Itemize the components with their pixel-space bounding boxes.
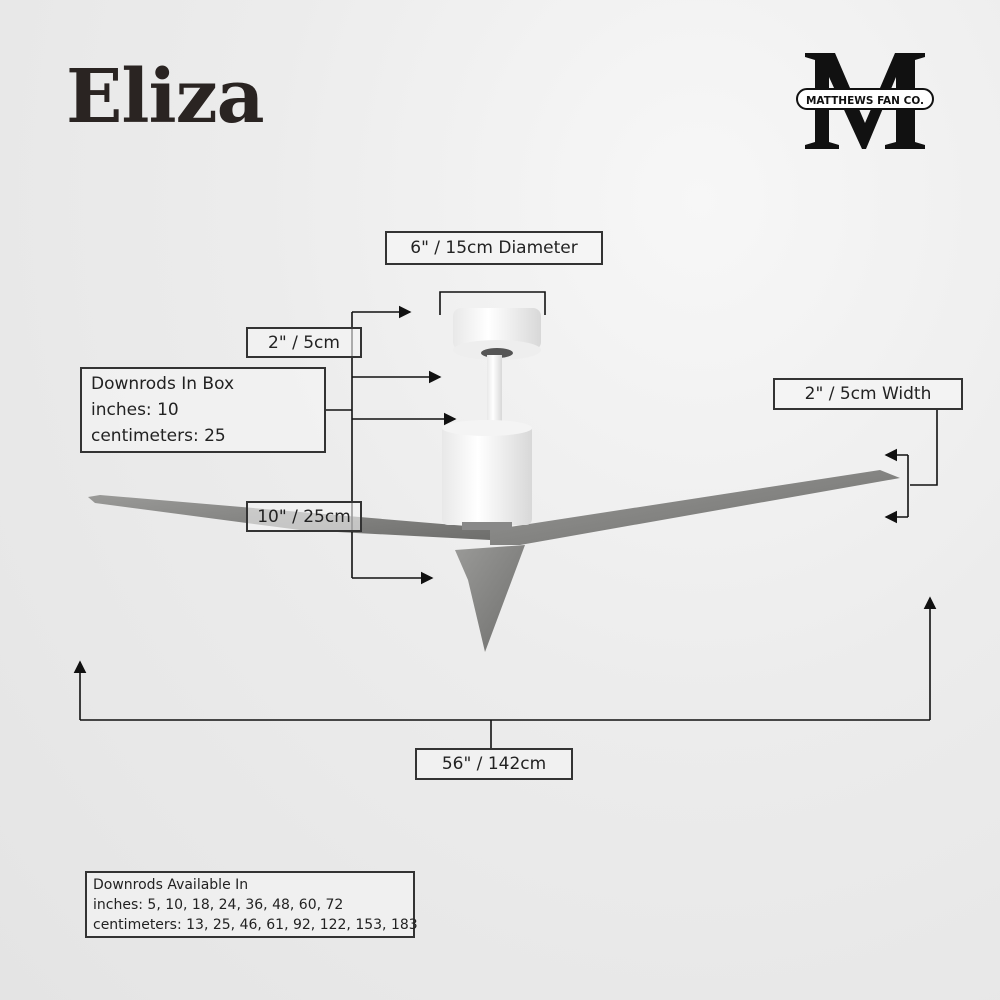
downrods-available-inches: inches: 5, 10, 18, 24, 36, 48, 60, 72 bbox=[93, 897, 344, 913]
span-label: 56" / 142cm bbox=[415, 748, 573, 780]
downrods-in-box-inches: inches: 10 bbox=[91, 400, 179, 420]
fan-body bbox=[442, 308, 541, 530]
diameter-label: 6" / 15cm Diameter bbox=[385, 231, 603, 265]
downrods-available-heading: Downrods Available In bbox=[93, 877, 249, 893]
downrods-in-box-centimeters: centimeters: 25 bbox=[91, 426, 226, 446]
canopy-height-label: 2" / 5cm bbox=[246, 327, 362, 358]
product-title: Eliza bbox=[66, 54, 265, 140]
downrods-in-box: Downrods In Box inches: 10 centimeters: … bbox=[80, 367, 326, 453]
logo-letter-m bbox=[805, 53, 925, 149]
downrods-available-centimeters: centimeters: 13, 25, 46, 61, 92, 122, 15… bbox=[93, 917, 418, 933]
brand-logo: MATTHEWS FAN CO. bbox=[795, 45, 935, 157]
motor-height-label: 10" / 25cm bbox=[246, 501, 362, 532]
logo-text: MATTHEWS FAN CO. bbox=[806, 95, 924, 107]
blade-width-label: 2" / 5cm Width bbox=[773, 378, 963, 410]
downrods-in-box-heading: Downrods In Box bbox=[91, 374, 235, 394]
downrods-available: Downrods Available In inches: 5, 10, 18,… bbox=[85, 871, 418, 938]
